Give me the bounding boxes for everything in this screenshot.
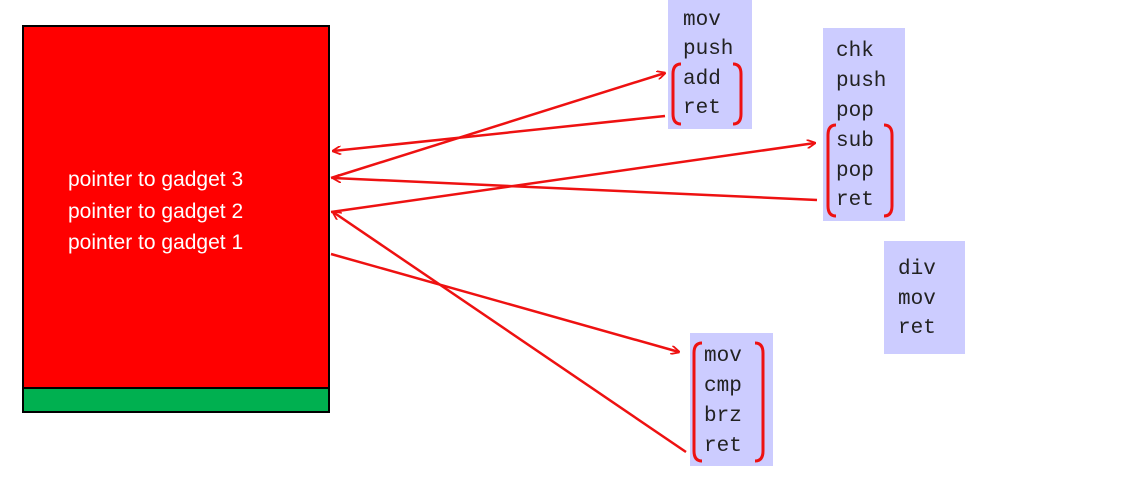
arrow-gadget-1-return bbox=[333, 212, 687, 454]
gadget-right-line-5: pop bbox=[836, 160, 874, 183]
gadget-far-line-1: div bbox=[898, 258, 936, 281]
gadget-right-line-1: chk bbox=[836, 40, 874, 63]
arrow-stack-to-gadget-3 bbox=[330, 73, 665, 180]
gadget-top-line-3: add bbox=[683, 68, 721, 91]
gadget-box-far: div mov ret bbox=[884, 241, 965, 354]
arrows bbox=[330, 73, 818, 454]
stack-entry-gadget-1: pointer to gadget 1 bbox=[68, 231, 243, 254]
arrow-gadget-2-return bbox=[333, 178, 818, 202]
gadget-right-line-6: ret bbox=[836, 189, 874, 212]
arrow-gadget-3-return bbox=[333, 114, 666, 151]
stack: pointer to gadget 3 pointer to gadget 2 … bbox=[22, 25, 330, 413]
gadget-box-far-background bbox=[884, 241, 965, 354]
gadget-top-right-bracket bbox=[732, 62, 743, 126]
gadget-box-top: mov push add ret bbox=[668, 0, 752, 129]
gadget-right-left-bracket bbox=[826, 123, 837, 218]
gadget-box-right: chk push pop sub pop ret bbox=[823, 28, 905, 221]
gadget-top-left-bracket bbox=[671, 62, 682, 126]
stack-entry-gadget-2: pointer to gadget 2 bbox=[68, 200, 243, 223]
stack-frame bbox=[22, 25, 330, 389]
gadget-far-line-2: mov bbox=[898, 288, 936, 311]
gadget-bottom-line-4: ret bbox=[704, 435, 742, 458]
gadget-top-line-2: push bbox=[683, 38, 733, 61]
gadget-bottom-line-2: cmp bbox=[704, 375, 742, 398]
gadget-right-line-3: pop bbox=[836, 100, 874, 123]
gadget-box-bottom-background bbox=[690, 333, 773, 466]
gadget-bottom-left-bracket bbox=[692, 341, 703, 463]
gadget-right-right-bracket bbox=[883, 123, 894, 218]
arrow-stack-to-gadget-2 bbox=[330, 143, 815, 214]
gadget-bottom-line-3: brz bbox=[704, 405, 742, 428]
gadget-bottom-right-bracket bbox=[754, 341, 765, 463]
gadget-right-line-4: sub bbox=[836, 130, 874, 153]
gadget-far-line-3: ret bbox=[898, 317, 936, 340]
arrow-stack-to-gadget-1 bbox=[330, 252, 679, 352]
gadget-right-line-2: push bbox=[836, 70, 886, 93]
gadget-top-line-1: mov bbox=[683, 9, 721, 32]
gadget-bottom-line-1: mov bbox=[704, 345, 742, 368]
stack-base bbox=[22, 387, 330, 413]
gadget-top-line-4: ret bbox=[683, 97, 721, 120]
gadget-box-bottom: mov cmp brz ret bbox=[690, 333, 773, 466]
stack-entry-gadget-3: pointer to gadget 3 bbox=[68, 168, 243, 191]
